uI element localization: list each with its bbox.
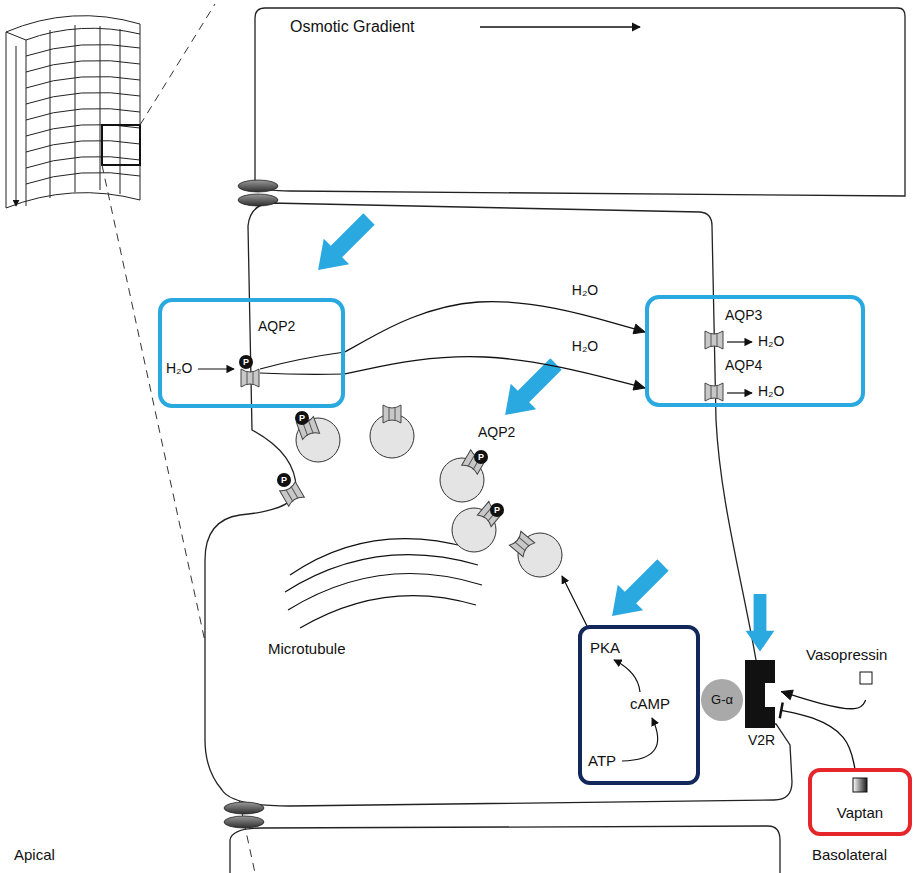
aqp2-channel (509, 531, 534, 556)
tight-junction (238, 194, 278, 206)
highlight-arrow (599, 552, 675, 628)
tight-junction (224, 816, 264, 828)
node-text: Vasopressin (806, 646, 887, 664)
arrowhead (633, 324, 645, 334)
vaptan-symbol (853, 778, 867, 792)
aqp2-channel (383, 405, 401, 423)
node-text: ATP (588, 752, 616, 770)
vaptan-callout-box: Vaptan (808, 768, 912, 836)
highlight-arrows (305, 206, 774, 651)
microtubule (300, 596, 476, 628)
tight-junction (224, 802, 264, 814)
node-text: V2R (748, 732, 775, 749)
vasopressin-symbol (860, 672, 872, 684)
g-alpha-protein: G-α (701, 679, 743, 721)
highlight-arrow (305, 206, 381, 282)
duct-grid-columns (50, 25, 120, 198)
basolateral-aquaporin-box: AQP3H₂OAQP4H₂O (645, 295, 865, 407)
aqp3-channel (705, 331, 723, 349)
microtubule (285, 555, 478, 592)
phospho-marker: P (239, 355, 253, 369)
node-text: H₂O (758, 333, 784, 350)
arrowhead (781, 690, 793, 700)
water-arrows (198, 342, 752, 393)
apical-label: Apical (14, 846, 55, 864)
node-text: H₂O (758, 383, 784, 400)
phospho-marker: P (490, 503, 504, 517)
node-text: AQP4 (725, 357, 762, 374)
aquaporin-channels (241, 331, 723, 557)
node-text: G-α (711, 692, 733, 708)
vesicle (370, 414, 414, 458)
aqp2-channel (241, 369, 259, 387)
water-flow-arrow (345, 357, 645, 390)
node-text: Vaptan (837, 804, 883, 822)
vasopressin-ligand: Vasopressin (800, 642, 898, 700)
node-text: PKA (590, 639, 620, 657)
zoom-line (140, 4, 215, 125)
aqp2-callout-box: H₂O AQP2 (158, 298, 345, 408)
microtubule (288, 573, 482, 610)
edge-label: H₂O (570, 282, 600, 299)
v2r-receptor-symbol (745, 660, 775, 728)
aqp4-channel (705, 383, 723, 401)
inhibition-bar (780, 702, 783, 718)
tight-junction (238, 180, 278, 192)
v2r-receptor: V2R (742, 656, 781, 755)
gradient-arrow (480, 26, 640, 27)
principal-cell (205, 203, 792, 806)
edge-label: H₂O (570, 338, 600, 355)
microtubule-label: Microtubule (268, 640, 346, 658)
vesicles (296, 414, 562, 577)
inhibition-arrow (780, 702, 855, 768)
highlight-arrow (492, 351, 568, 427)
arrowhead (633, 380, 645, 390)
signalling-arrows (562, 576, 658, 761)
duct-outline (6, 16, 140, 208)
water-path-stub (260, 352, 345, 369)
connector-line (781, 710, 855, 768)
pka-to-vesicle-arrow (562, 576, 588, 628)
node-text: AQP3 (725, 307, 762, 324)
collecting-duct-inset (6, 16, 140, 208)
camp-pka-box: PKA cAMP ATP (578, 625, 700, 785)
highlight-arrow (746, 594, 775, 652)
water-out-arrow (727, 341, 752, 342)
tight-junctions (224, 180, 278, 828)
duct-grid-rows (26, 44, 140, 184)
duct-inner-wall (26, 40, 27, 206)
gradient-label: Osmotic Gradient (290, 17, 414, 36)
connector-line (781, 692, 865, 709)
atp-to-camp-arrow (622, 718, 658, 761)
node-text: H₂O (166, 360, 192, 377)
water-path-stub (260, 373, 345, 374)
camp-to-pka-arrow (614, 660, 640, 692)
node-text: AQP2 (258, 318, 295, 335)
upper-cell (255, 8, 905, 196)
microtubules (285, 539, 482, 628)
phospho-marker: P (474, 450, 488, 464)
node-text: cAMP (630, 695, 670, 713)
inset-highlight (102, 125, 140, 165)
connector-line (345, 357, 645, 388)
phospho-marker: P (277, 473, 291, 487)
water-out-arrow (727, 392, 752, 393)
cells (205, 8, 905, 873)
phospho-marker: P (295, 411, 309, 425)
binding-arrow (781, 690, 865, 709)
basolateral-label: Basolateral (812, 846, 887, 864)
lower-cell (230, 826, 780, 873)
duct-flow-arrow (16, 46, 17, 206)
vesicle-aqp2-label: AQP2 (478, 424, 515, 441)
water-in-arrow (198, 368, 234, 369)
